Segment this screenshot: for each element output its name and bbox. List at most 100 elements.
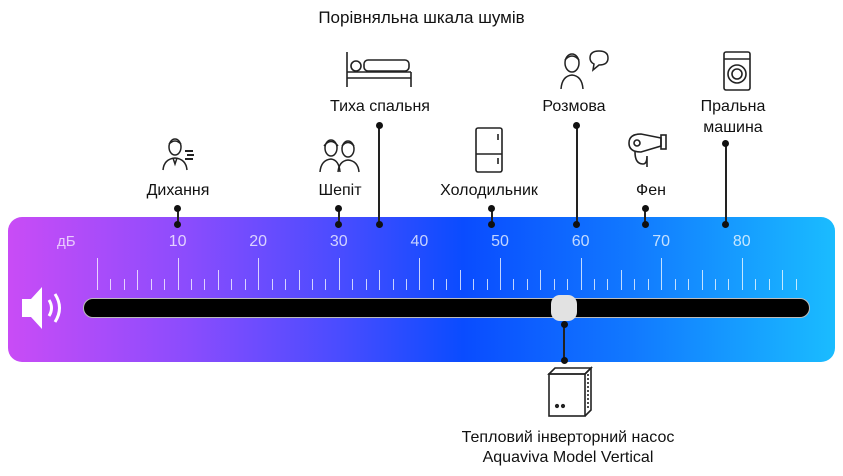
scale-number: 20 <box>249 233 268 250</box>
scale-tick <box>486 279 488 290</box>
marker-dot <box>722 140 730 147</box>
scale-tick <box>553 279 555 290</box>
marker-dot <box>335 205 343 212</box>
scale-tick <box>795 279 797 290</box>
marker-dot <box>573 122 581 129</box>
scale-tick <box>204 279 206 290</box>
marker-label-line2: машина <box>703 119 763 136</box>
scale-tick <box>217 270 219 290</box>
scale-tick <box>755 279 757 290</box>
scale-tick <box>123 279 125 290</box>
scale-tick <box>352 279 354 290</box>
marker-dot <box>375 221 383 228</box>
marker-connector <box>378 125 381 223</box>
scale-tick <box>164 279 166 290</box>
marker-label-hair-dryer: Фен <box>636 182 666 199</box>
marker-dot <box>488 221 496 228</box>
heat-pump-icon <box>547 366 593 417</box>
scale-tick <box>298 270 300 290</box>
marker-dot <box>722 221 730 228</box>
marker-dot <box>488 205 496 212</box>
scale-tick <box>311 279 313 290</box>
scale-tick <box>594 279 596 290</box>
marker-label-quiet-bedroom: Тиха спальня <box>330 98 430 115</box>
marker-connector <box>724 143 727 223</box>
scale-tick <box>110 279 112 290</box>
scale-tick <box>661 258 663 290</box>
whispering-people-icon <box>319 139 360 173</box>
marker-connector <box>644 208 647 223</box>
marker-dot <box>573 221 581 228</box>
scale-tick <box>191 279 193 290</box>
noise-level-track <box>83 298 810 318</box>
scale-tick <box>405 279 407 290</box>
scale-tick <box>607 279 609 290</box>
marker-connector <box>176 208 179 223</box>
scale-number: 50 <box>491 233 509 250</box>
scale-tick <box>446 279 448 290</box>
noise-level-thumb <box>551 295 578 321</box>
scale-tick <box>379 270 381 290</box>
scale-tick <box>338 258 340 290</box>
scale-tick <box>567 279 569 290</box>
scale-tick <box>768 279 770 290</box>
scale-tick <box>365 279 367 290</box>
scale-tick <box>97 258 98 290</box>
marker-label-conversation: Розмова <box>542 98 606 115</box>
product-label-line1: Тепловий інверторний насос <box>461 429 675 446</box>
scale-tick <box>580 258 582 290</box>
scale-tick <box>231 279 233 290</box>
product-dot <box>560 357 568 364</box>
scale-number: 70 <box>652 233 671 250</box>
scale-tick <box>258 258 260 290</box>
scale-tick <box>473 279 475 290</box>
scale-tick <box>432 279 434 290</box>
scale-tick <box>647 279 649 290</box>
marker-label-fridge: Холодильник <box>440 182 538 199</box>
washing-machine-icon <box>723 51 751 91</box>
scale-tick <box>728 279 730 290</box>
marker-connector <box>490 208 493 223</box>
unit-label: дБ <box>57 233 76 250</box>
bed-icon <box>346 52 412 87</box>
hair-dryer-icon <box>628 133 667 167</box>
marker-dot <box>375 122 383 129</box>
scale-tick <box>782 270 784 290</box>
marker-connector <box>337 208 340 223</box>
scale-tick <box>271 279 273 290</box>
marker-label-line1: Пральна <box>700 98 766 115</box>
scale-tick <box>714 279 716 290</box>
marker-dot <box>174 205 182 212</box>
scale-tick <box>540 270 542 290</box>
noise-scale-bar <box>8 217 835 362</box>
scale-tick <box>701 270 703 290</box>
talking-person-icon <box>560 50 609 90</box>
scale-tick <box>285 279 287 290</box>
product-dot <box>560 321 568 328</box>
marker-dot <box>641 221 649 228</box>
scale-tick <box>177 258 179 290</box>
marker-connector <box>575 125 578 223</box>
fridge-icon <box>475 127 503 173</box>
product-connector <box>563 324 566 360</box>
product-label-line2: Aquaviva Model Vertical <box>482 449 654 466</box>
diagram-title: Порівняльна шкала шумів <box>318 8 525 27</box>
scale-number: 40 <box>410 233 429 250</box>
scale-tick <box>688 279 690 290</box>
scale-tick <box>620 270 622 290</box>
scale-tick <box>741 258 743 290</box>
product-label: Тепловий інверторний насос Aquaviva Mode… <box>368 428 768 468</box>
marker-dot <box>641 205 649 212</box>
scale-tick <box>244 279 246 290</box>
scale-number: 30 <box>329 233 348 250</box>
scale-tick <box>137 270 139 290</box>
marker-label-breathing: Дихання <box>146 182 210 199</box>
marker-dot <box>174 221 182 228</box>
scale-number: 60 <box>571 233 590 250</box>
breathing-person-icon <box>162 138 194 171</box>
scale-number: 80 <box>732 233 751 250</box>
marker-label-washing-machine: Пральна машина <box>653 96 813 138</box>
marker-label-whisper: Шепіт <box>318 182 362 199</box>
scale-tick <box>459 270 461 290</box>
marker-dot <box>335 221 343 228</box>
